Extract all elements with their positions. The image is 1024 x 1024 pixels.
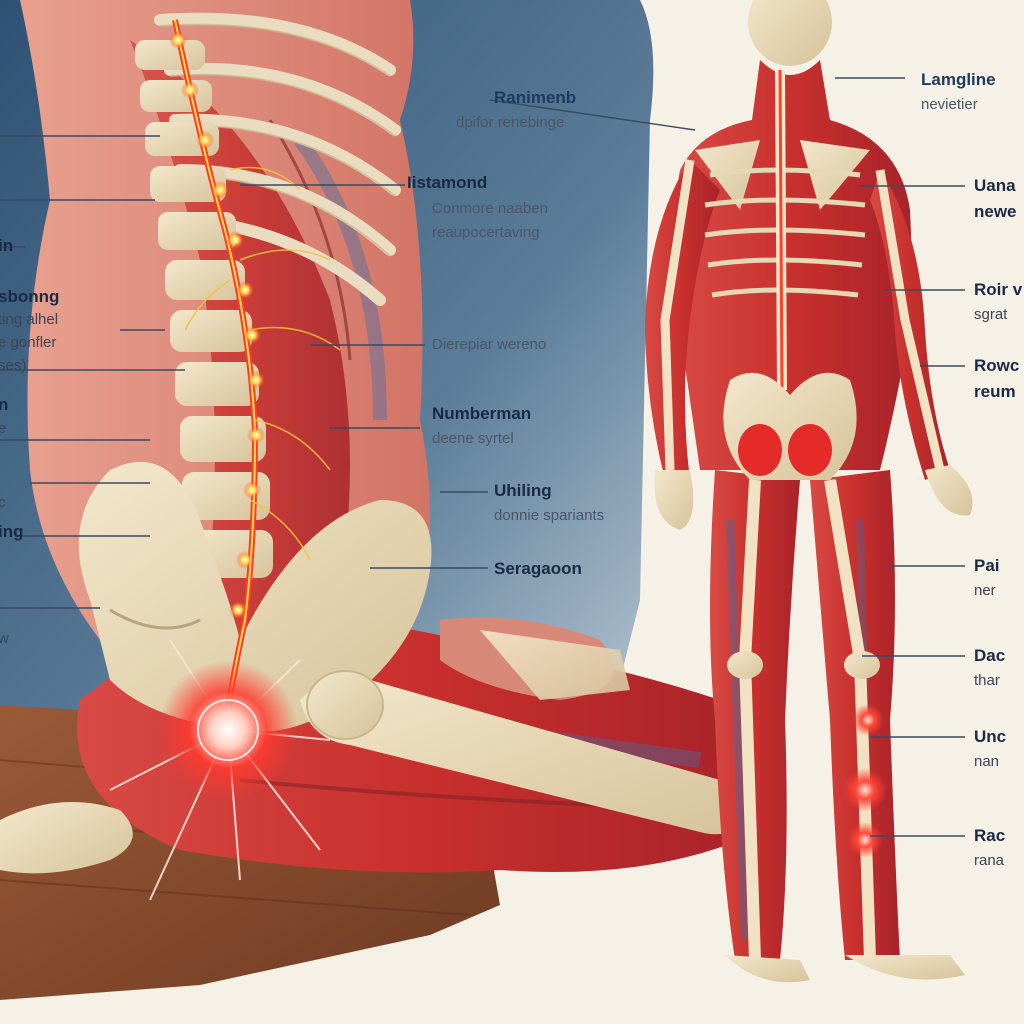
label-center-2-sub2: reaupocertaving [432, 224, 540, 241]
label-left-4-sub1: c [0, 494, 6, 511]
label-center-2-title: Iistamond [407, 173, 488, 192]
label-right-5-sub: ner [974, 582, 996, 599]
label-right-5-title: Pai [974, 556, 1000, 575]
leader-lines [0, 77, 965, 837]
label-right-1-sub: nevietier [921, 96, 978, 113]
label-right-4-title: Rowc [974, 356, 1020, 375]
label-left-2-sub3: ses) [0, 357, 27, 374]
pelvis-left [78, 461, 432, 732]
label-left-6-sub1: w [0, 630, 9, 647]
label-right-6-sub: thar [974, 672, 1000, 689]
label-right-3-title: Roir v [974, 280, 1023, 299]
label-center-4-title: Numberman [432, 404, 532, 423]
label-center-2-sub1: Conmore naaben [432, 200, 548, 217]
label-right-4-sub: reum [974, 382, 1016, 401]
standing-figure-right [645, 0, 973, 983]
label-right-6-title: Dac [974, 646, 1006, 665]
label-right-8-sub: rana [974, 852, 1005, 869]
femur-left [300, 677, 743, 835]
label-center-3-sub: Dierepiar wereno [432, 336, 547, 353]
label-left-2-sub2: e gonfler [0, 334, 57, 351]
label-right-3-sub: sgrat [974, 306, 1008, 323]
label-left-3-title: n [0, 395, 9, 414]
pain-points-spine-left [169, 31, 265, 619]
label-right-2-sub: newe [974, 202, 1017, 221]
label-right-2-title: Uana [974, 176, 1016, 195]
label-left-1-title: in [0, 236, 14, 255]
label-center-1-sub: dpifor renebinge [456, 114, 565, 131]
label-center-6-title: Seragaoon [494, 559, 582, 578]
label-center-5-sub: donnie spariants [494, 507, 605, 524]
label-left-2-title: sbonng [0, 287, 60, 306]
label-center-5-title: Uhiling [494, 481, 552, 500]
label-right-8-title: Rac [974, 826, 1006, 845]
label-left-5-title: ing [0, 522, 24, 541]
label-left-2-sub1: ting alhel [0, 311, 59, 328]
label-right-7-sub: nan [974, 753, 1000, 770]
label-right-7-title: Unc [974, 727, 1007, 746]
label-center-4-sub: deene syrtel [432, 430, 514, 447]
label-right-1-title: Lamgline [921, 70, 996, 89]
label-center-1-title: Ranimenb [494, 88, 577, 107]
label-left-3-sub1: e [0, 420, 7, 437]
